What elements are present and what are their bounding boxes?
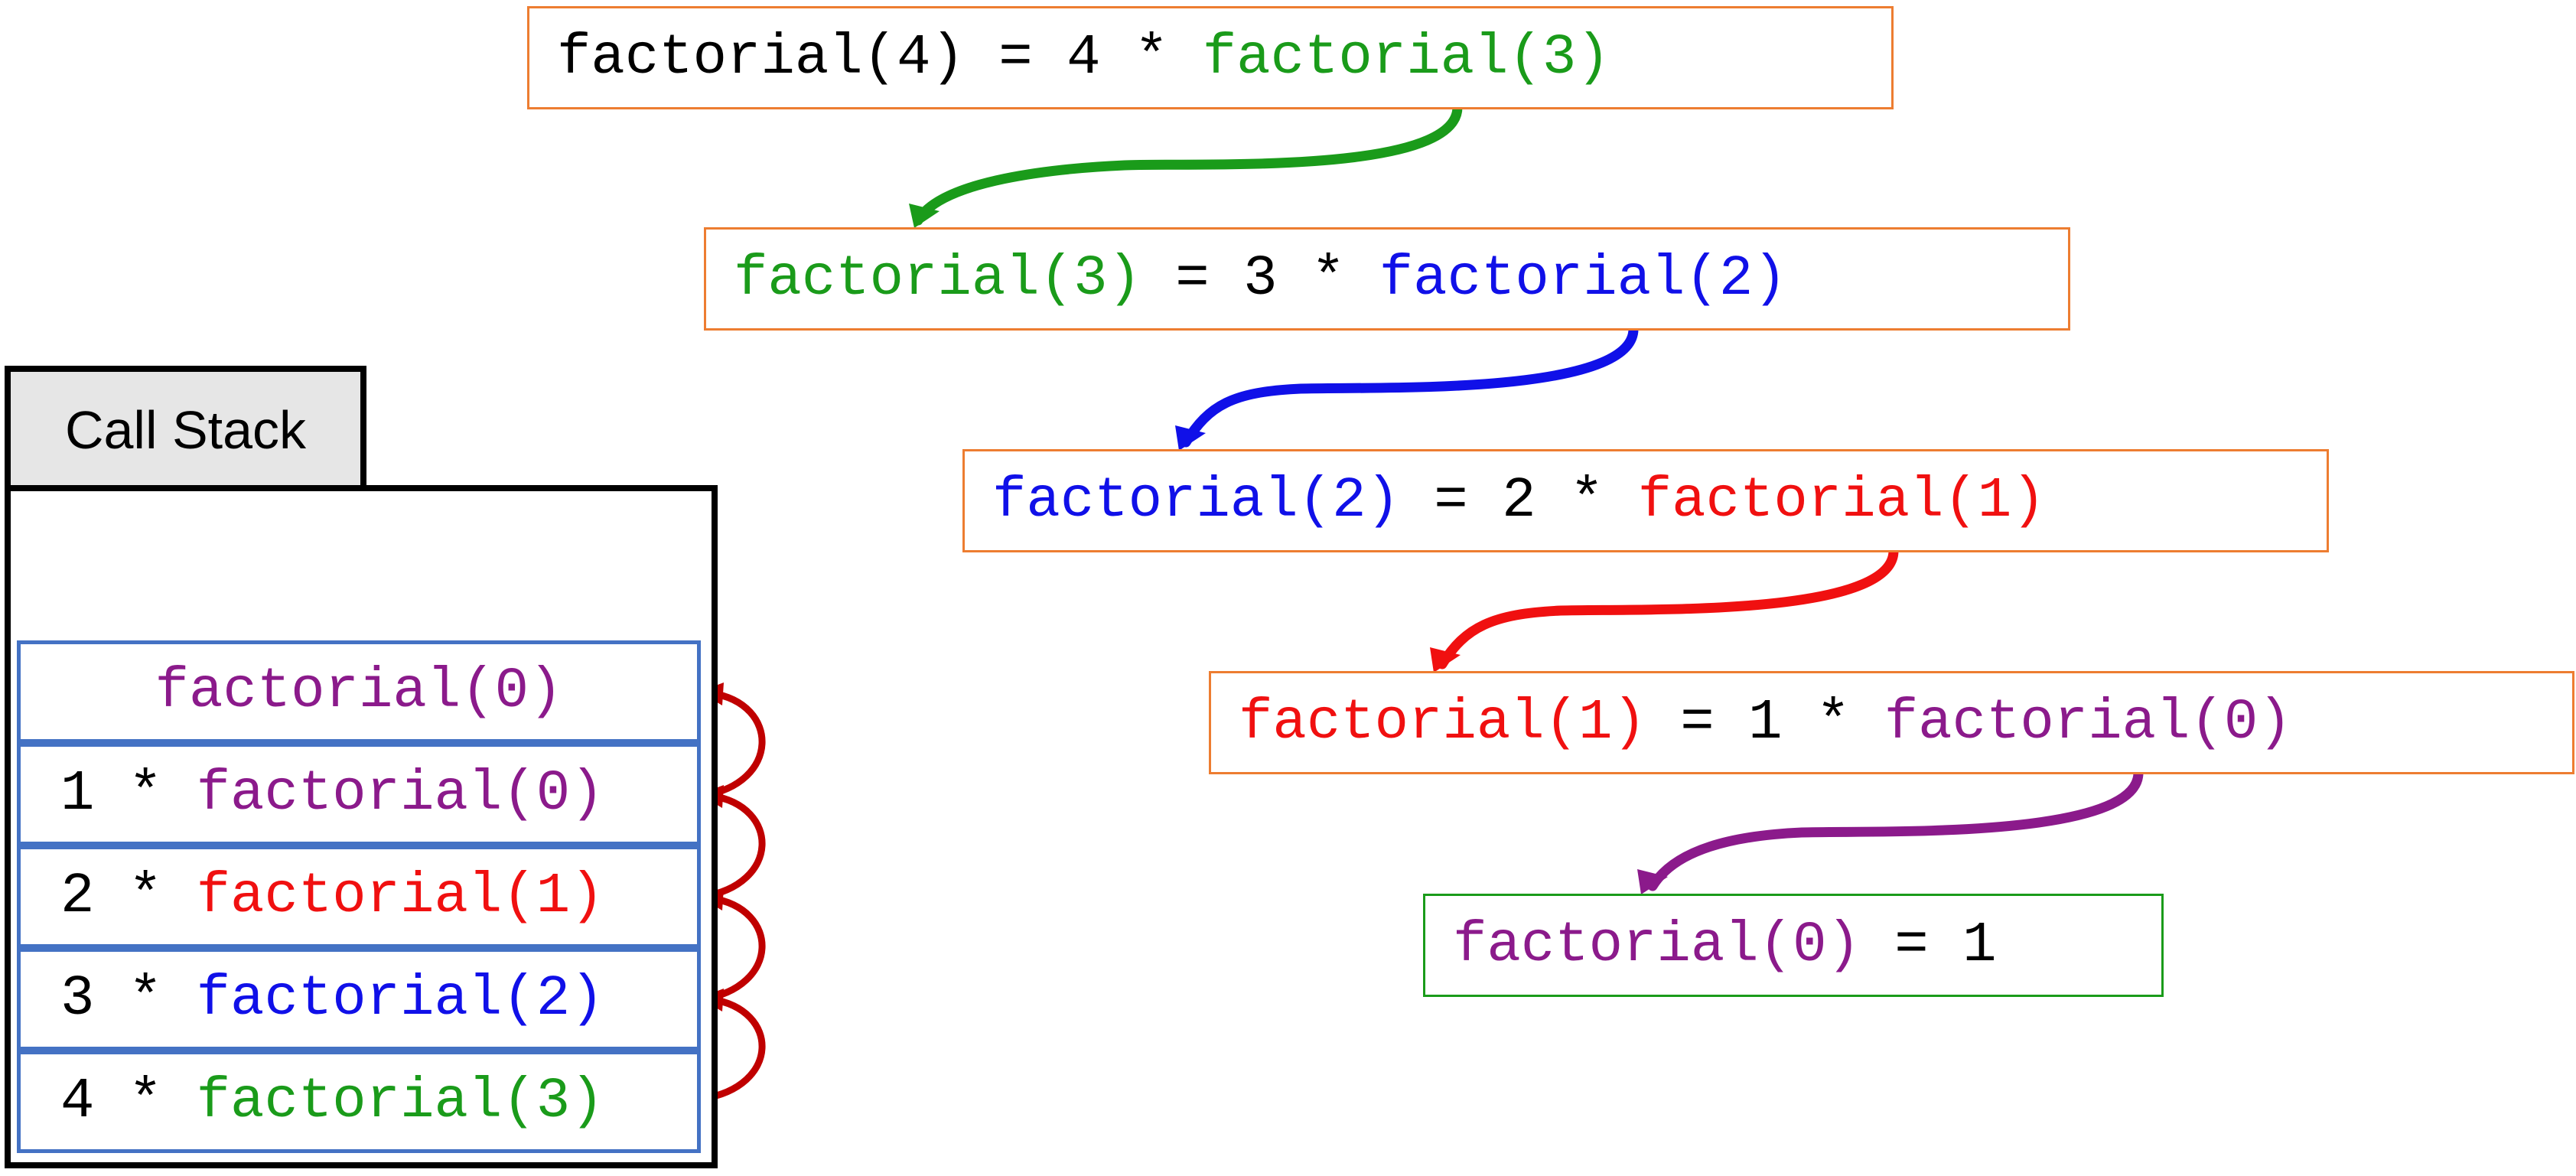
equation-factorial-2: factorial(2) = 2 * factorial(1) bbox=[962, 449, 2329, 552]
stack-frame-call: factorial(3) bbox=[196, 1070, 604, 1134]
equation-operator: = 1 * bbox=[1646, 690, 1884, 755]
equation-lhs: factorial(2) bbox=[992, 468, 1400, 533]
stack-frame-call: factorial(2) bbox=[196, 967, 604, 1031]
equation-rhs-call: factorial(0) bbox=[1884, 690, 2292, 755]
equation-rhs-call: factorial(1) bbox=[1637, 468, 2046, 533]
stack-frame-prefix: 1 * bbox=[60, 762, 197, 826]
equation-factorial-3: factorial(3) = 3 * factorial(2) bbox=[704, 227, 2070, 331]
equation-lhs: factorial(1) bbox=[1239, 690, 1646, 755]
stack-frame-call: factorial(0) bbox=[196, 762, 604, 826]
stack-frame-call: factorial(1) bbox=[196, 865, 604, 929]
equation-factorial-0: factorial(0) = 1 bbox=[1423, 894, 2164, 997]
equation-factorial-4: factorial(4) = 4 * factorial(3) bbox=[527, 6, 1894, 109]
call-arrow-1-to-0 bbox=[1637, 767, 2144, 894]
stack-frame-2: 2 * factorial(1) bbox=[17, 845, 701, 948]
call-arrow-2-to-1 bbox=[1430, 546, 1899, 673]
equation-factorial-1: factorial(1) = 1 * factorial(0) bbox=[1209, 671, 2574, 774]
equation-operator: = 1 bbox=[1860, 913, 1997, 978]
equation-lhs: factorial(0) bbox=[1453, 913, 1861, 978]
call-arrow-4-to-3 bbox=[909, 102, 1463, 228]
stack-frame-1: 1 * factorial(0) bbox=[17, 743, 701, 845]
call-stack-title: Call Stack bbox=[64, 400, 307, 460]
equation-operator: = 3 * bbox=[1141, 246, 1379, 311]
equation-lhs: factorial(4) bbox=[557, 25, 965, 90]
stack-frame-prefix: 3 * bbox=[60, 967, 197, 1031]
equation-operator: = 2 * bbox=[1399, 468, 1638, 533]
stack-frame-3: 3 * factorial(2) bbox=[17, 948, 701, 1051]
equation-rhs-call: factorial(3) bbox=[1202, 25, 1610, 90]
call-arrow-3-to-2 bbox=[1175, 324, 1639, 451]
stack-frame-call: factorial(0) bbox=[155, 660, 563, 724]
equation-rhs-call: factorial(2) bbox=[1379, 246, 1787, 311]
stack-frame-4: 4 * factorial(3) bbox=[17, 1051, 701, 1153]
stack-frame-prefix: 4 * bbox=[60, 1070, 197, 1134]
equation-operator: = 4 * bbox=[964, 25, 1203, 90]
stack-frame-factorial-0: factorial(0) bbox=[17, 640, 701, 743]
equation-lhs: factorial(3) bbox=[734, 246, 1141, 311]
stack-frame-prefix: 2 * bbox=[60, 865, 197, 929]
call-stack-tab: Call Stack bbox=[5, 366, 366, 488]
